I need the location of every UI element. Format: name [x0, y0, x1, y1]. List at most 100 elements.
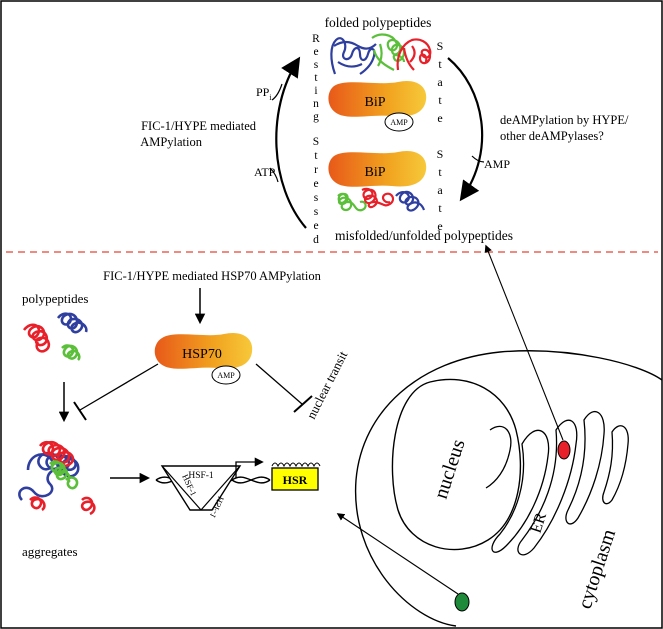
ampylation-cycle-arrow — [275, 56, 307, 229]
bip-label-top: BiP — [364, 95, 385, 110]
hsp70-inhibits-aggregation — [79, 363, 159, 411]
state-letter: t — [438, 93, 442, 107]
bip-shape — [328, 150, 427, 187]
stressed-letter: e — [313, 178, 318, 190]
state-letter: e — [437, 111, 442, 125]
er-location-marker — [557, 440, 571, 460]
hsp70-ampylation-label: FIC-1/HYPE mediated HSP70 AMPylation — [103, 269, 321, 283]
misfolded-red — [361, 187, 395, 209]
atp-label: ATP — [254, 165, 276, 179]
bip-unmodified: BiP — [328, 150, 427, 187]
stressed-letter: e — [313, 220, 318, 232]
stressed-label-vertical: S t r e s s e d — [313, 136, 319, 246]
resting-letter: i — [314, 85, 317, 97]
ppi-branch — [271, 83, 283, 101]
aggregates-cluster — [18, 440, 96, 516]
ppi-label: PPi — [256, 85, 272, 102]
amp-release-branch — [471, 155, 485, 163]
hsf1-divider — [200, 466, 240, 511]
stressed-letter: s — [314, 192, 319, 204]
misfolded-blue — [395, 190, 426, 212]
hsp70-amp-badge — [211, 365, 241, 385]
mrna-wave — [271, 462, 321, 468]
resting-letter: R — [312, 33, 320, 45]
folded-polypeptide-blue — [330, 37, 377, 75]
polypeptide-blue — [56, 312, 88, 334]
hsr-gene: HSR — [271, 462, 321, 491]
stressed-letter: t — [314, 150, 318, 162]
stressed-letter: r — [314, 164, 318, 176]
nucleus-label: nucleus — [430, 436, 470, 501]
aggregates-label: aggregates — [22, 544, 78, 559]
polypeptide-red — [22, 323, 51, 353]
polypeptide-green — [61, 344, 81, 361]
polypeptides-cluster — [22, 312, 88, 361]
state-label-bottom-vertical: S t a t e — [437, 147, 444, 233]
hsr-label: HSR — [283, 473, 308, 487]
folded-polypeptides-title: folded polypeptides — [325, 15, 432, 30]
state-letter: t — [438, 57, 442, 71]
bip-shape — [328, 80, 427, 117]
resting-label-vertical: R e s t i n g — [312, 33, 320, 123]
state-label-top-vertical: S t a t e — [437, 39, 444, 125]
cell-membrane — [354, 350, 663, 627]
hsp70-amp-badge-label: AMP — [217, 371, 235, 380]
amp-release-label: AMP — [484, 157, 510, 171]
hsp70-shape — [154, 332, 253, 369]
stressed-letter: s — [314, 206, 319, 218]
state-letter: t — [438, 201, 442, 215]
folded-polypeptide-green — [371, 33, 406, 71]
stressed-letter: S — [313, 136, 319, 148]
state-letter: a — [437, 75, 443, 89]
cytoplasm-pointer-arrow — [336, 513, 459, 595]
state-letter: S — [437, 39, 444, 53]
hsp70-ampylated: HSP70 AMP — [154, 332, 253, 385]
resting-letter: n — [313, 98, 319, 110]
state-letter: e — [437, 219, 442, 233]
hsf1-divider — [162, 466, 202, 511]
hsp70-inhibits-nuclear-transit — [255, 363, 303, 405]
atp-branch — [269, 167, 279, 183]
polypeptides-label: polypeptides — [22, 291, 88, 306]
stressed-letter: d — [313, 234, 319, 246]
state-letter: S — [437, 147, 444, 161]
inhibition-bar — [293, 395, 313, 413]
hsf1-dna-complex: HSF-1 HSF-1 HSF-1 — [155, 457, 271, 519]
deampylation-label-line2: other deAMPylases? — [500, 129, 604, 143]
folded-polypeptide-red — [396, 38, 432, 71]
hsf1-label: HSF-1 — [188, 471, 214, 481]
inhibition-bar — [73, 401, 87, 421]
state-letter: a — [437, 183, 443, 197]
transcription-arrow — [235, 457, 264, 478]
misfolded-polypeptides-title: misfolded/unfolded polypeptides — [335, 228, 513, 243]
er-network — [485, 410, 629, 556]
nucleus-membrane — [391, 378, 522, 551]
bip-ampylated: BiP AMP — [328, 80, 427, 132]
resting-letter: t — [314, 72, 318, 84]
amp-badge-label: AMP — [390, 118, 408, 127]
er-label: ER — [528, 510, 551, 535]
aggregate-green — [49, 460, 79, 490]
misfolded-polypeptides-cluster — [337, 187, 426, 212]
misfolded-green — [337, 192, 367, 212]
nuclear-transit-label: nuclear transit — [303, 348, 350, 421]
amp-badge — [384, 112, 414, 132]
deampylation-cycle-arrow — [447, 57, 484, 202]
aggregate-red — [29, 440, 96, 516]
hsp70-label: HSP70 — [182, 347, 222, 362]
er-pointer-arrow — [484, 244, 564, 441]
folded-polypeptides-cluster — [330, 33, 432, 75]
cytoplasm-label: cytoplasm — [574, 526, 620, 611]
deampylation-label-line1: deAMPylation by HYPE/ — [500, 113, 629, 127]
ampylation-label-line1: FIC-1/HYPE mediated — [141, 119, 257, 133]
bip-label-bottom: BiP — [364, 165, 385, 180]
resting-letter: s — [314, 59, 319, 71]
cytoplasm-location-marker — [454, 592, 470, 612]
hsr-box — [271, 467, 319, 491]
state-letter: t — [438, 165, 442, 179]
hsf1-trimer — [160, 465, 242, 511]
resting-letter: e — [313, 46, 318, 58]
